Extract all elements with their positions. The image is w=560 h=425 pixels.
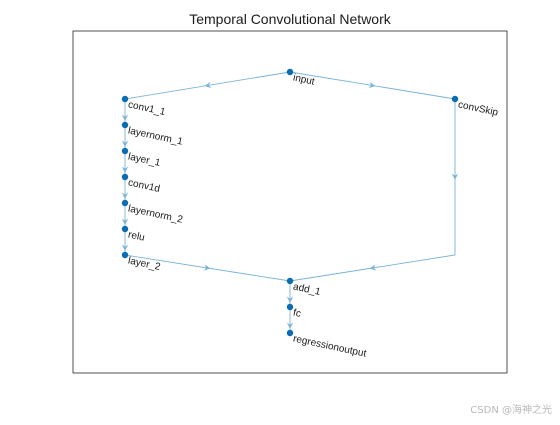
- edge-line: [289, 99, 456, 282]
- edge-arrowhead: [121, 244, 129, 251]
- edge-layernorm_2-to-relu: [121, 203, 129, 229]
- edge-input-to-convSkip: [289, 71, 456, 100]
- edge-layernorm_1-to-layer_1: [121, 125, 129, 151]
- node-marker: [121, 95, 129, 103]
- node-marker: [286, 277, 294, 285]
- edge-fc-to-regressionoutput: [286, 307, 294, 333]
- node-label: relu: [127, 229, 146, 243]
- edge-conv1d-to-layernorm_2: [121, 177, 129, 203]
- node-marker: [121, 225, 129, 233]
- node-marker: [121, 251, 129, 259]
- node-marker: [121, 147, 129, 155]
- edge-input-to-conv1_1: [124, 71, 291, 100]
- node-relu: relu: [121, 225, 146, 244]
- edge-add_1-to-fc: [286, 281, 294, 307]
- chart-title: Temporal Convolutional Network: [189, 11, 392, 27]
- edge-conv1_1-to-layernorm_1: [121, 99, 129, 125]
- node-label: input: [292, 72, 316, 87]
- edge-arrowhead: [286, 296, 294, 303]
- edge-arrowhead: [368, 81, 376, 89]
- edge-layer_1-to-conv1d: [121, 151, 129, 177]
- axes-box: [72, 30, 508, 374]
- edge-arrowhead: [203, 264, 211, 271]
- edge-arrowhead: [286, 322, 294, 329]
- edge-arrowhead: [369, 264, 377, 271]
- node-marker: [286, 68, 294, 76]
- node-marker: [121, 121, 129, 129]
- edge-convSkip-to-add_1: [289, 99, 459, 282]
- node-marker: [121, 173, 129, 181]
- edge-arrowhead: [121, 218, 129, 225]
- edge-arrowhead: [121, 192, 129, 199]
- edge-arrowhead: [121, 140, 129, 147]
- watermark: CSDN @海神之光: [470, 405, 552, 416]
- node-input: input: [286, 68, 316, 88]
- edge-arrowhead: [121, 166, 129, 173]
- edge-layer_2-to-add_1: [124, 254, 291, 282]
- edge-relu-to-layer_2: [121, 229, 129, 255]
- edges-layer: [121, 71, 459, 333]
- node-marker: [121, 199, 129, 207]
- edge-arrowhead: [451, 173, 459, 180]
- node-marker: [286, 329, 294, 337]
- node-marker: [451, 95, 459, 103]
- edge-arrowhead: [204, 81, 212, 89]
- node-marker: [286, 303, 294, 311]
- edge-arrowhead: [121, 114, 129, 121]
- node-fc: fc: [286, 303, 302, 320]
- node-label: fc: [292, 307, 302, 319]
